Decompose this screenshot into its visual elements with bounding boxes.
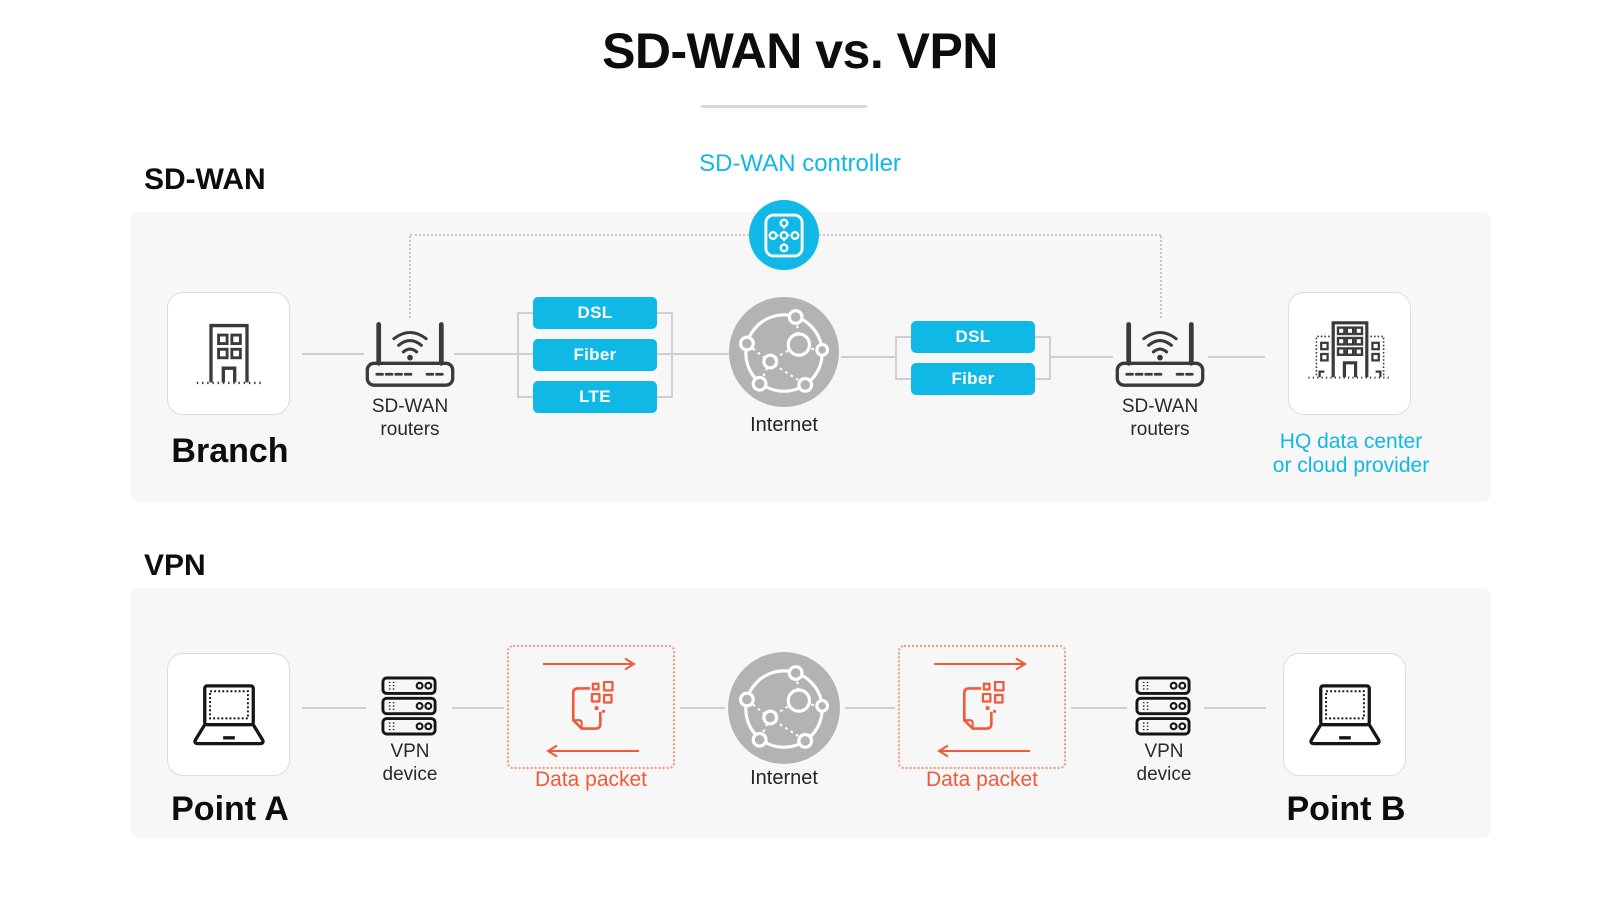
document-data-icon [962, 681, 1005, 730]
controller-dotted-line-left [410, 234, 749, 236]
wireless-router-icon [365, 322, 455, 387]
connector-line [454, 353, 533, 355]
fan-stub [517, 396, 533, 398]
sdwan-controller-label: SD-WAN controller [699, 150, 901, 177]
connector-line [657, 353, 729, 355]
controller-dotted-line-right [819, 234, 1161, 236]
fan-bracket [671, 312, 673, 398]
fan-stub [1035, 336, 1051, 338]
arrow-left-icon [546, 744, 639, 758]
branch-label: Branch [171, 432, 289, 470]
server-stack-icon [1135, 676, 1191, 736]
hq-label: HQ data center or cloud provider [1272, 430, 1430, 477]
arrow-left-icon [937, 744, 1030, 758]
router-left-label: SD-WAN routers [371, 396, 449, 440]
branch-card [167, 292, 290, 415]
connector-line [452, 707, 504, 709]
controller-dotted-drop-left [409, 236, 411, 318]
link-pill-lte: LTE [533, 381, 657, 413]
server-stack-icon [381, 676, 437, 736]
connector-line [1208, 356, 1265, 358]
internet-globe-top [729, 297, 839, 407]
link-pill-dsl: DSL [533, 297, 657, 329]
title-underline [701, 105, 867, 108]
laptop-icon [1308, 683, 1381, 745]
data-packet-right-label: Data packet [925, 768, 1039, 791]
sdwan-controller-nodes-icon [764, 213, 804, 257]
point-a-card [167, 653, 290, 776]
fan-stub [517, 312, 533, 314]
fan-bracket [1049, 336, 1051, 380]
link-pill-dsl-right: DSL [911, 321, 1035, 353]
sdwan-section-heading: SD-WAN [144, 163, 266, 196]
link-pill-fiber: Fiber [533, 339, 657, 371]
connector-line [1051, 356, 1113, 358]
connector-line [302, 707, 366, 709]
internet-label-top: Internet [750, 414, 818, 436]
vpn-section-heading: VPN [144, 549, 206, 582]
internet-label-bottom: Internet [750, 767, 818, 789]
fan-stub [895, 378, 911, 380]
link-pill-fiber-right: Fiber [911, 363, 1035, 395]
office-building-icon [196, 323, 261, 384]
network-globe-icon [738, 309, 830, 393]
internet-globe-bottom [728, 652, 840, 764]
network-globe-icon [738, 665, 830, 749]
arrow-right-icon [543, 657, 636, 671]
data-packet-zone-right [898, 645, 1066, 769]
fan-bracket [517, 312, 519, 398]
controller-dotted-drop-right [1160, 236, 1162, 318]
connector-line [302, 353, 364, 355]
connector-line [1071, 707, 1127, 709]
wireless-router-icon [1115, 322, 1205, 387]
arrow-right-icon [934, 657, 1027, 671]
fan-stub [657, 396, 673, 398]
vpn-device-left-label: VPN device [382, 741, 438, 785]
hq-building-icon [1307, 320, 1392, 379]
fan-bracket [895, 336, 897, 380]
laptop-icon [192, 683, 265, 745]
fan-stub [895, 336, 911, 338]
router-right-label: SD-WAN routers [1121, 396, 1199, 440]
connector-line [1204, 707, 1266, 709]
point-b-label: Point B [1286, 790, 1406, 828]
data-packet-zone-left [507, 645, 675, 769]
page-title: SD-WAN vs. VPN [602, 23, 998, 79]
vpn-device-right-label: VPN device [1136, 741, 1192, 785]
connector-line [841, 356, 895, 358]
hq-card [1288, 292, 1411, 415]
point-b-card [1283, 653, 1406, 776]
point-a-label: Point A [171, 790, 289, 828]
fan-stub [1035, 378, 1051, 380]
fan-stub [657, 312, 673, 314]
connector-line [845, 707, 895, 709]
sdwan-controller-badge [749, 200, 819, 270]
data-packet-left-label: Data packet [534, 768, 648, 791]
document-data-icon [571, 681, 614, 730]
connector-line [680, 707, 725, 709]
